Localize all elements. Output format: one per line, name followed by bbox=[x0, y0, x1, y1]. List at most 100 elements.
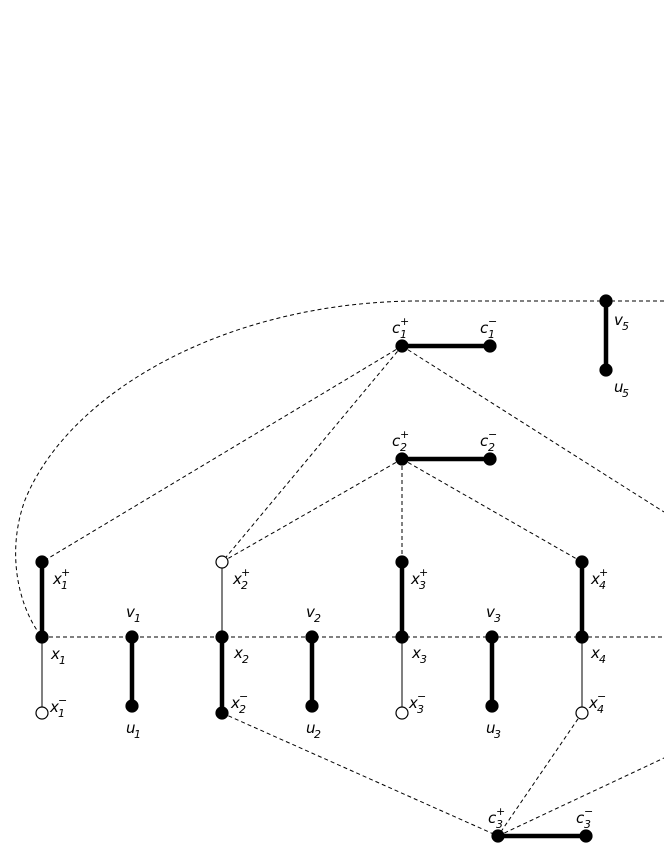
label-superscript: − bbox=[597, 690, 606, 703]
label-superscript: + bbox=[241, 566, 250, 579]
label-subscript: 1 bbox=[488, 328, 495, 341]
node-label-x2p: x+2 bbox=[232, 566, 250, 592]
label-base: x bbox=[49, 698, 59, 716]
node-x2m bbox=[215, 706, 229, 720]
label-subscript: 3 bbox=[494, 612, 501, 625]
nodes-layer bbox=[35, 294, 613, 843]
node-x1m bbox=[35, 706, 49, 720]
node-x3m bbox=[395, 706, 409, 720]
label-base: u bbox=[126, 719, 136, 737]
label-base: x bbox=[233, 644, 243, 662]
node-c1m bbox=[483, 339, 497, 353]
c3-right-dashed bbox=[497, 757, 664, 837]
label-subscript: 5 bbox=[622, 387, 629, 400]
label-superscript: − bbox=[417, 690, 426, 703]
node-c3m bbox=[579, 829, 593, 843]
outer-loop-curve bbox=[15, 300, 664, 638]
node-label-x1p: x+1 bbox=[52, 566, 70, 592]
edge-x4m-c3p bbox=[497, 712, 583, 837]
label-subscript: 1 bbox=[59, 654, 66, 667]
label-base: c bbox=[576, 809, 585, 827]
label-base: x bbox=[408, 694, 418, 712]
node-label-c1m: c−1 bbox=[480, 315, 497, 341]
label-base: u bbox=[306, 719, 316, 737]
node-label-x4p: x+4 bbox=[590, 566, 608, 592]
label-superscript: − bbox=[488, 315, 497, 328]
node-label-x2m: x−2 bbox=[230, 690, 248, 716]
label-base: x bbox=[410, 570, 420, 588]
label-superscript: + bbox=[61, 566, 70, 579]
label-subscript: 2 bbox=[314, 612, 321, 625]
edge-c1p-x1p bbox=[41, 345, 403, 563]
node-label-c1p: c+1 bbox=[392, 315, 409, 341]
label-subscript: 1 bbox=[61, 579, 68, 592]
node-x3p bbox=[395, 555, 409, 569]
node-label-x4m: x−4 bbox=[588, 690, 606, 716]
label-subscript: 3 bbox=[584, 818, 591, 831]
node-label-x3m: x−3 bbox=[408, 690, 426, 716]
label-superscript: + bbox=[599, 566, 608, 579]
node-c2m bbox=[483, 452, 497, 466]
label-base: c bbox=[392, 319, 401, 337]
edge-x2m-c3p bbox=[221, 712, 499, 837]
label-base: x bbox=[232, 570, 242, 588]
node-label-x1m: x−1 bbox=[49, 694, 67, 720]
edge-c2p-x2p bbox=[221, 458, 403, 563]
label-subscript: 2 bbox=[241, 579, 248, 592]
label-subscript: 1 bbox=[134, 728, 141, 741]
label-superscript: + bbox=[419, 566, 428, 579]
label-base: x bbox=[590, 570, 600, 588]
edge-c1p-x2p bbox=[221, 345, 403, 563]
node-x4 bbox=[575, 630, 589, 644]
label-base: x bbox=[50, 645, 60, 663]
label-base: c bbox=[480, 432, 489, 450]
node-label-v1: v1 bbox=[126, 603, 141, 625]
label-base: v bbox=[306, 603, 316, 621]
node-v1 bbox=[125, 630, 139, 644]
label-subscript: 2 bbox=[400, 441, 407, 454]
label-subscript: 2 bbox=[314, 728, 321, 741]
node-x2p bbox=[215, 555, 229, 569]
c1-right-dashed bbox=[401, 345, 664, 513]
node-label-u5: u5 bbox=[614, 378, 629, 400]
node-label-u3: u3 bbox=[486, 719, 501, 741]
label-superscript: − bbox=[488, 428, 497, 441]
label-subscript: 3 bbox=[417, 703, 424, 716]
node-label-v5: v5 bbox=[614, 311, 629, 333]
label-base: x bbox=[52, 570, 62, 588]
label-superscript: + bbox=[496, 805, 505, 818]
node-label-x2: x2 bbox=[233, 644, 249, 666]
label-base: u bbox=[614, 378, 624, 396]
label-subscript: 1 bbox=[400, 328, 407, 341]
label-base: c bbox=[392, 432, 401, 450]
node-x2 bbox=[215, 630, 229, 644]
label-base: x bbox=[590, 644, 600, 662]
label-subscript: 3 bbox=[419, 579, 426, 592]
node-v5 bbox=[599, 294, 613, 308]
label-subscript: 4 bbox=[597, 703, 604, 716]
node-label-u1: u1 bbox=[126, 719, 141, 741]
node-u5 bbox=[599, 363, 613, 377]
edge-c2p-x4p bbox=[401, 458, 583, 563]
label-subscript: 1 bbox=[58, 707, 65, 720]
node-label-x4: x4 bbox=[590, 644, 606, 666]
label-subscript: 2 bbox=[242, 653, 249, 666]
node-u2 bbox=[305, 699, 319, 713]
label-subscript: 2 bbox=[488, 441, 495, 454]
label-base: v bbox=[614, 311, 624, 329]
node-c1p bbox=[395, 339, 409, 353]
label-subscript: 4 bbox=[599, 653, 606, 666]
node-x3 bbox=[395, 630, 409, 644]
node-c2p bbox=[395, 452, 409, 466]
label-subscript: 5 bbox=[622, 320, 629, 333]
edges-layer bbox=[39, 301, 609, 839]
label-subscript: 2 bbox=[239, 703, 246, 716]
node-label-u2: u2 bbox=[306, 719, 321, 741]
node-x4p bbox=[575, 555, 589, 569]
node-x1 bbox=[35, 630, 49, 644]
node-u3 bbox=[485, 699, 499, 713]
node-v2 bbox=[305, 630, 319, 644]
label-base: x bbox=[588, 694, 598, 712]
